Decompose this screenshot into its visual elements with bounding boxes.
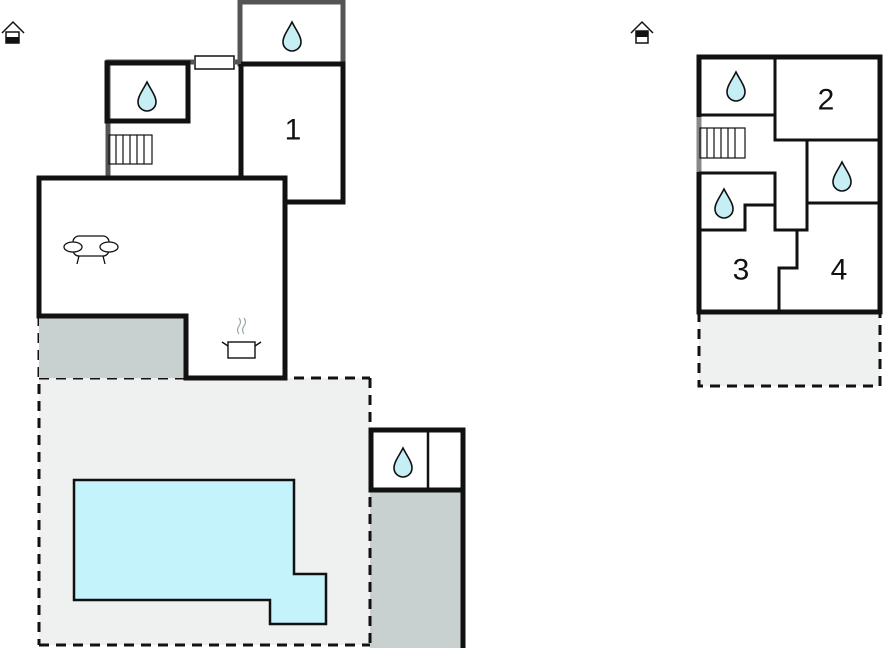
water-drop-icon <box>714 188 734 219</box>
outdoor-bathroom <box>368 427 466 493</box>
room-label: 1 <box>285 114 302 147</box>
water-drop-icon <box>137 81 157 112</box>
balcony <box>699 312 880 386</box>
sofa-icon <box>63 235 119 265</box>
house-ground-floor-icon <box>1 20 25 44</box>
cooking-pot-icon <box>221 317 262 359</box>
covered-terrace <box>39 316 186 378</box>
window-icon <box>194 55 235 70</box>
living-room <box>36 175 288 381</box>
stairs-icon <box>699 127 746 159</box>
room-label: 2 <box>818 84 835 117</box>
house-upper-floor-icon <box>630 20 654 44</box>
water-drop-icon <box>832 161 852 192</box>
room-label: 4 <box>831 254 848 287</box>
upper-floor: 2 3 4 <box>630 20 883 388</box>
water-drop-icon <box>282 21 302 52</box>
room-label: 3 <box>733 254 750 287</box>
covered-area <box>370 490 463 648</box>
bathroom-small <box>104 60 191 124</box>
water-drop-icon <box>726 71 746 102</box>
water-drop-icon <box>393 447 413 478</box>
upper-floor-outline <box>696 54 883 315</box>
stairs-icon <box>108 134 153 165</box>
ground-floor: 1 <box>1 0 466 648</box>
pool <box>72 478 328 626</box>
